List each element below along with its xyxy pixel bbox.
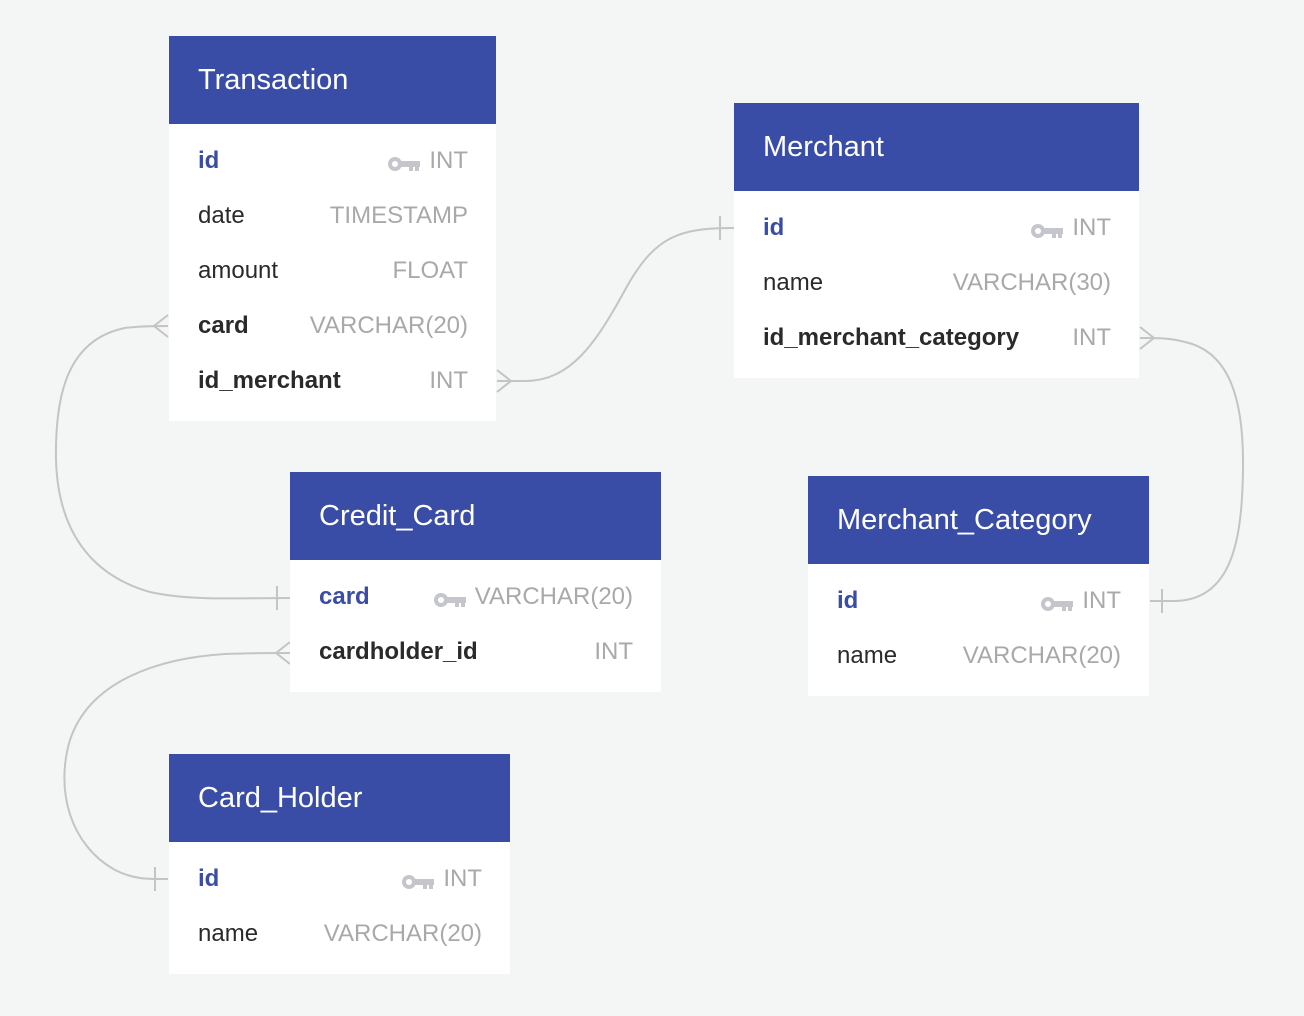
- column-row-id[interactable]: id INT: [734, 200, 1139, 255]
- column-type: INT: [1072, 323, 1111, 351]
- column-name: name: [763, 268, 824, 296]
- column-type: FLOAT: [392, 256, 468, 284]
- column-type: VARCHAR(20): [323, 919, 482, 947]
- column-row-id[interactable]: id INT: [808, 573, 1149, 628]
- column-type-group: INT: [594, 638, 633, 666]
- column-row-date[interactable]: date TIMESTAMP: [169, 188, 496, 243]
- column-name: id_merchant: [198, 366, 341, 394]
- table-title: Merchant: [734, 103, 1139, 191]
- column-name: date: [198, 201, 245, 229]
- table-title: Credit_Card: [290, 472, 661, 560]
- column-type: VARCHAR(30): [952, 268, 1111, 296]
- column-type-group: INT: [429, 367, 468, 395]
- column-row-amount[interactable]: amount FLOAT: [169, 243, 496, 298]
- column-type: INT: [1082, 586, 1121, 614]
- table-columns: id INT name VARCHAR(20): [808, 564, 1149, 696]
- connector-merchant-merchant-category: [1139, 337, 1245, 602]
- column-row-id[interactable]: id INT: [169, 851, 510, 906]
- column-type-group: INT: [387, 147, 468, 175]
- column-type-group: VARCHAR(20): [324, 920, 482, 948]
- column-type-group: INT: [1030, 214, 1111, 242]
- table-merchant-category[interactable]: Merchant_Category id INT name VARCHAR(20): [808, 476, 1149, 696]
- column-row-id-merchant[interactable]: id_merchant INT: [169, 353, 496, 408]
- column-name: amount: [198, 256, 279, 284]
- column-row-card[interactable]: card VARCHAR(20): [290, 569, 661, 624]
- column-name: id_merchant_category: [763, 323, 1020, 351]
- column-row-card[interactable]: card VARCHAR(20): [169, 298, 496, 353]
- key-icon: [401, 870, 435, 889]
- column-type-group: INT: [1072, 324, 1111, 352]
- column-name: id: [837, 586, 859, 614]
- table-columns: card VARCHAR(20) cardholder_id INT: [290, 560, 661, 692]
- connector-transaction-credit-card: [54, 325, 291, 600]
- column-row-cardholder-id[interactable]: cardholder_id INT: [290, 624, 661, 679]
- column-row-name[interactable]: name VARCHAR(20): [808, 628, 1149, 683]
- column-type: TIMESTAMP: [329, 201, 468, 229]
- column-row-id[interactable]: id INT: [169, 133, 496, 188]
- column-row-name[interactable]: name VARCHAR(30): [734, 255, 1139, 310]
- column-type-group: INT: [1040, 587, 1121, 615]
- key-icon: [1040, 592, 1074, 611]
- key-icon: [1030, 219, 1064, 238]
- column-type: VARCHAR(20): [962, 641, 1121, 669]
- column-type: INT: [429, 146, 468, 174]
- crowfoot-credit-card-cardholder-id: [274, 641, 291, 665]
- column-name: card: [198, 311, 249, 339]
- column-name: id: [763, 213, 785, 241]
- table-title: Transaction: [169, 36, 496, 124]
- crowfoot-merchant-id-merchant-category: [1139, 326, 1156, 350]
- key-icon: [387, 152, 421, 171]
- column-type: INT: [1072, 213, 1111, 241]
- column-type-group: VARCHAR(20): [310, 312, 468, 340]
- table-title: Card_Holder: [169, 754, 510, 842]
- column-type: INT: [594, 637, 633, 665]
- column-name: card: [319, 582, 370, 610]
- column-name: cardholder_id: [319, 637, 478, 665]
- table-columns: id INT name VARCHAR(20): [169, 842, 510, 974]
- column-row-name[interactable]: name VARCHAR(20): [169, 906, 510, 961]
- column-name: id: [198, 864, 220, 892]
- column-name: id: [198, 146, 220, 174]
- table-title: Merchant_Category: [808, 476, 1149, 564]
- table-credit-card[interactable]: Credit_Card card VARCHAR(20) cardholder_id…: [290, 472, 661, 692]
- column-type-group: TIMESTAMP: [330, 202, 468, 230]
- column-type-group: INT: [401, 865, 482, 893]
- column-type: VARCHAR(20): [309, 311, 468, 339]
- crowfoot-transaction-id-merchant: [496, 369, 513, 393]
- connector-credit-card-card-holder: [63, 652, 291, 881]
- column-row-id-merchant-category[interactable]: id_merchant_category INT: [734, 310, 1139, 365]
- column-type-group: VARCHAR(20): [433, 583, 633, 611]
- column-type-group: VARCHAR(30): [953, 269, 1111, 297]
- table-card-holder[interactable]: Card_Holder id INT name VARCHAR(20): [169, 754, 510, 974]
- connector-transaction-merchant: [497, 227, 735, 382]
- column-name: name: [198, 919, 259, 947]
- column-type: VARCHAR(20): [474, 582, 633, 610]
- column-type-group: FLOAT: [392, 257, 468, 285]
- key-icon: [433, 588, 467, 607]
- crowfoot-transaction-card: [152, 314, 169, 338]
- column-type: INT: [443, 864, 482, 892]
- column-type-group: VARCHAR(20): [963, 642, 1121, 670]
- column-type: INT: [429, 366, 468, 394]
- column-name: name: [837, 641, 898, 669]
